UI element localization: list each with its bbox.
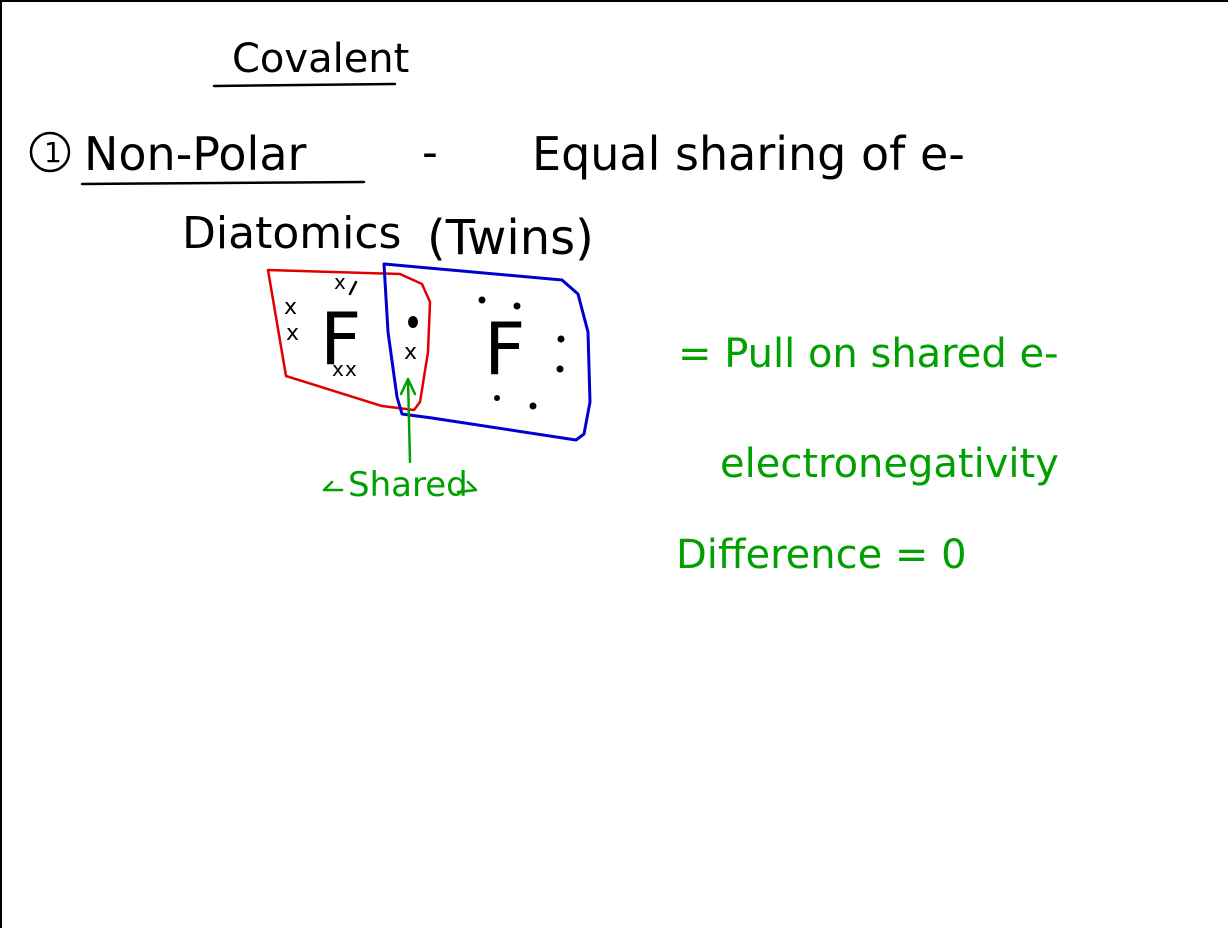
item-number: 1 [44, 136, 62, 169]
electron-dot [529, 402, 537, 410]
twins-text: (Twins) [427, 210, 594, 266]
difference-text: Difference = 0 [676, 532, 967, 578]
right-fluorine: F [484, 307, 525, 391]
right-atom-electrons [408, 296, 565, 410]
right-atom-box [382, 262, 592, 442]
electron-dot [557, 335, 565, 343]
shared-electron-dot [408, 316, 418, 328]
left-fluorine: F [320, 297, 361, 381]
electron-dot [494, 395, 500, 401]
pull-text: = Pull on shared e- [678, 331, 1059, 377]
electron-tick [348, 280, 358, 296]
subheading-diatomics: Diatomics [182, 208, 401, 259]
left-atom-box [266, 268, 432, 412]
title-covalent: Covalent [232, 36, 409, 82]
electron-x: x [286, 321, 299, 346]
electron-x: x [345, 357, 357, 381]
shared-electron-x: x [404, 340, 417, 365]
shared-arrow-head [399, 377, 417, 396]
heading-non-polar: Non-Polar [84, 127, 307, 181]
heading-underline [80, 180, 366, 186]
dash: - [422, 127, 438, 178]
electron-dot [478, 296, 486, 304]
electron-x: x [332, 357, 344, 381]
electron-x: x [334, 270, 346, 294]
shared-arrow [406, 378, 412, 464]
title-underline [212, 82, 397, 88]
electronegativity-text: electronegativity [720, 441, 1059, 487]
right-arrow [456, 480, 478, 494]
electron-dot [556, 365, 564, 373]
left-arrow [322, 480, 344, 492]
item-number-circle [29, 131, 71, 173]
definition-text: Equal sharing of e- [532, 127, 965, 181]
electron-x: x [284, 295, 297, 320]
electron-dot [513, 302, 521, 310]
shared-label: Shared [348, 465, 468, 505]
